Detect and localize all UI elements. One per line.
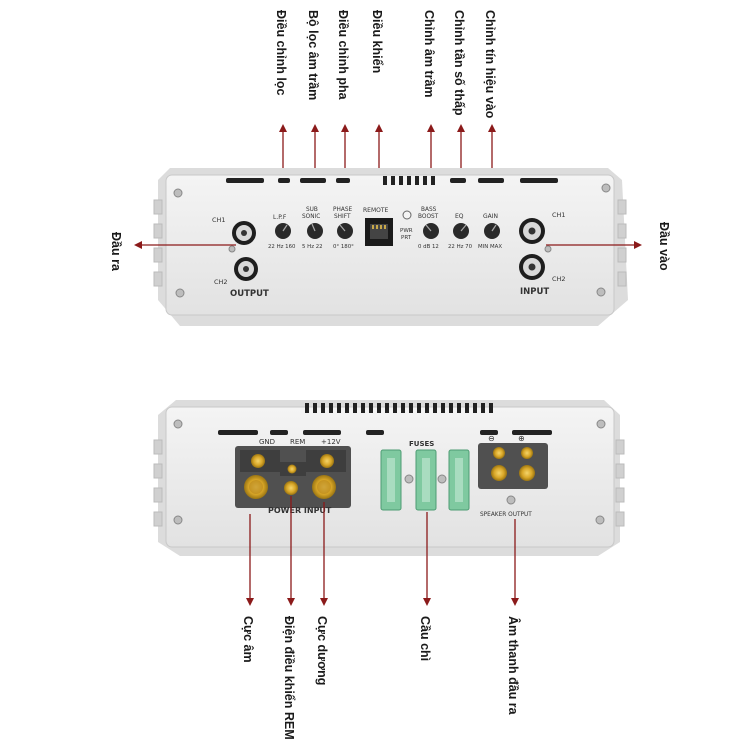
rca-input-ch1[interactable] xyxy=(519,218,545,244)
lpf-scale: 22 Hz 160 xyxy=(268,244,296,250)
plus-icon: ⊕ xyxy=(518,434,525,443)
label-dieu-khien: Điều khiển xyxy=(370,10,384,73)
phase-shift-knob[interactable] xyxy=(337,223,353,239)
label-dien-dieu-khien-rem: Điện điều khiển REM xyxy=(282,616,296,740)
rca-output-ch2[interactable] xyxy=(234,257,258,281)
ch2-right-label: CH2 xyxy=(552,275,566,283)
bass-scale: 0 dB 12 xyxy=(418,244,439,250)
eq-label: EQ xyxy=(455,213,464,220)
pwr-label: PWR xyxy=(400,228,413,234)
output-label: OUTPUT xyxy=(230,289,269,299)
bottom-amplifier-panel: GND REM +12V POWER INPUT FUSES xyxy=(153,400,625,556)
fuse-2[interactable] xyxy=(415,449,437,511)
gnd-terminal[interactable] xyxy=(244,454,268,499)
label-cuc-am: Cực âm xyxy=(241,616,255,663)
label-cau-chi: Cầu chì xyxy=(418,616,432,661)
input-label: INPUT xyxy=(520,287,549,297)
power-input-label: POWER INPUT xyxy=(268,506,332,515)
minus-icon: ⊖ xyxy=(488,434,495,443)
ch1-left-label: CH1 xyxy=(212,216,226,224)
rca-input-ch2[interactable] xyxy=(519,254,545,280)
label-dau-vao: Đầu vào xyxy=(657,222,671,271)
sub-scale: 5 Hz 22 xyxy=(302,244,323,250)
label-chinh-am-tram: Chỉnh âm trầm xyxy=(422,10,436,98)
speaker-output-label: SPEAKER OUTPUT xyxy=(480,512,532,518)
shift-label: SHIFT xyxy=(334,214,351,220)
eq-scale: 22 Hz 70 xyxy=(448,244,473,250)
top-labels: Điều chỉnh lọc Bộ lọc âm trầm Điều chỉnh… xyxy=(274,10,497,119)
eq-knob[interactable] xyxy=(453,223,469,239)
v12-label: +12V xyxy=(321,438,341,446)
sonic-label: SONIC xyxy=(302,214,320,220)
label-chinh-tan-so-thap: Chỉnh tần số thấp xyxy=(452,10,466,116)
ch2-left-label: CH2 xyxy=(214,278,228,286)
rem-terminal[interactable] xyxy=(284,464,298,496)
fuses-label: FUSES xyxy=(409,440,434,448)
sub-label: SUB xyxy=(306,207,318,213)
gain-label: GAIN xyxy=(483,213,498,220)
label-dau-ra: Đầu ra xyxy=(109,232,123,272)
rca-output-ch1[interactable] xyxy=(232,221,256,245)
lpf-label: L.P.F xyxy=(273,214,287,221)
lpf-knob[interactable] xyxy=(275,223,291,239)
label-am-thanh-dau-ra: Âm thanh đầu ra xyxy=(506,616,521,716)
boost-label: BOOST xyxy=(418,214,439,220)
prt-label: PRT xyxy=(401,235,412,241)
phase-scale: 0° 180° xyxy=(333,244,354,250)
gain-knob[interactable] xyxy=(484,223,500,239)
phase-label: PHASE xyxy=(333,207,352,213)
bottom-arrows xyxy=(249,496,516,600)
speaker-terminal-block xyxy=(478,443,548,489)
remote-label: REMOTE xyxy=(363,207,389,214)
rem-label: REM xyxy=(290,438,305,446)
speaker-minus-terminal[interactable] xyxy=(491,447,507,481)
sub-sonic-knob[interactable] xyxy=(307,223,323,239)
gain-scale: MIN MAX xyxy=(478,244,502,250)
label-dieu-chinh-loc: Điều chỉnh lọc xyxy=(274,10,288,95)
gnd-label: GND xyxy=(259,438,275,446)
remote-port[interactable] xyxy=(365,218,393,246)
label-chinh-tin-hieu-vao: Chỉnh tín hiệu vào xyxy=(483,10,497,119)
bass-boost-knob[interactable] xyxy=(423,223,439,239)
bottom-labels: Cực âm Điện điều khiển REM Cực dương Cầu… xyxy=(241,616,521,740)
fuse-3[interactable] xyxy=(448,449,470,511)
top-amplifier-panel: CH1 CH2 OUTPUT L.P.F 22 Hz 160 SUB SONIC… xyxy=(153,168,628,326)
fuse-1[interactable] xyxy=(380,449,402,511)
label-cuc-duong: Cực dương xyxy=(315,616,329,685)
label-bo-loc-am-tram: Bộ lọc âm trầm xyxy=(306,10,320,100)
pwr-led-icon xyxy=(402,210,412,220)
speaker-plus-terminal[interactable] xyxy=(519,447,535,481)
ch1-right-label: CH1 xyxy=(552,211,566,219)
bass-label: BASS xyxy=(421,207,437,213)
label-dieu-chinh-pha: Điều chỉnh pha xyxy=(336,10,350,101)
plus12v-terminal[interactable] xyxy=(312,454,336,499)
